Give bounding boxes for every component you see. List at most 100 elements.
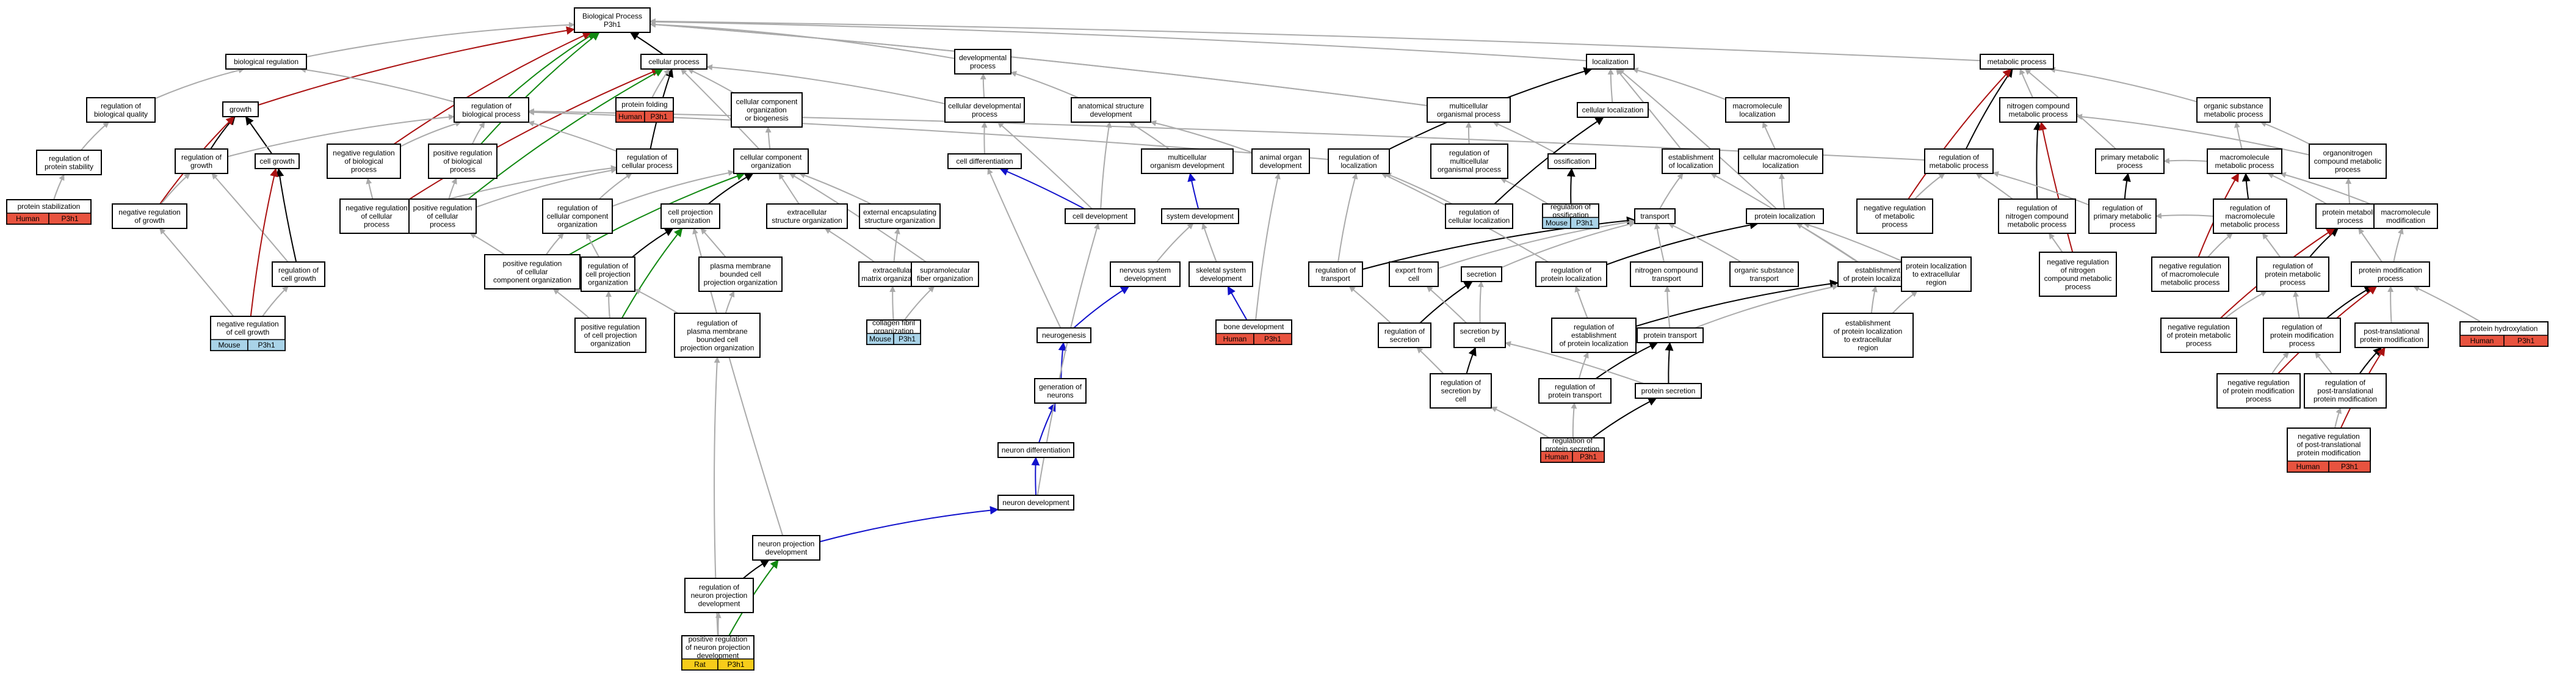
node-ossif[interactable]: ossification	[1547, 153, 1596, 169]
node-breg[interactable]: biological regulation	[225, 54, 307, 70]
node-secretion[interactable]: secretion	[1461, 266, 1502, 282]
node-ndev[interactable]: neuron development	[997, 495, 1074, 511]
node-cgrowth[interactable]: cell growth	[255, 153, 300, 169]
node-cdev[interactable]: cell development	[1065, 208, 1135, 224]
node-ploc[interactable]: protein localization	[1746, 208, 1824, 224]
node-metp[interactable]: metabolic process	[1980, 54, 2054, 70]
node-loc[interactable]: localization	[1586, 54, 1635, 70]
node-cdiff[interactable]: cell differentiation	[947, 153, 1022, 169]
node-sysdev[interactable]: system development	[1161, 208, 1239, 224]
node-psec[interactable]: protein secretion	[1635, 383, 1702, 399]
node-cloc[interactable]: cellular localization	[1577, 102, 1649, 118]
node-growth[interactable]: growth	[222, 101, 259, 117]
node-cp[interactable]: cellular process	[640, 54, 707, 70]
node-ptrans[interactable]: protein transport	[1637, 327, 1704, 343]
node-transport[interactable]: transport	[1634, 208, 1676, 224]
node-ndiff[interactable]: neuron differentiation	[997, 442, 1074, 458]
node-neurog[interactable]: neurogenesis	[1037, 327, 1091, 343]
